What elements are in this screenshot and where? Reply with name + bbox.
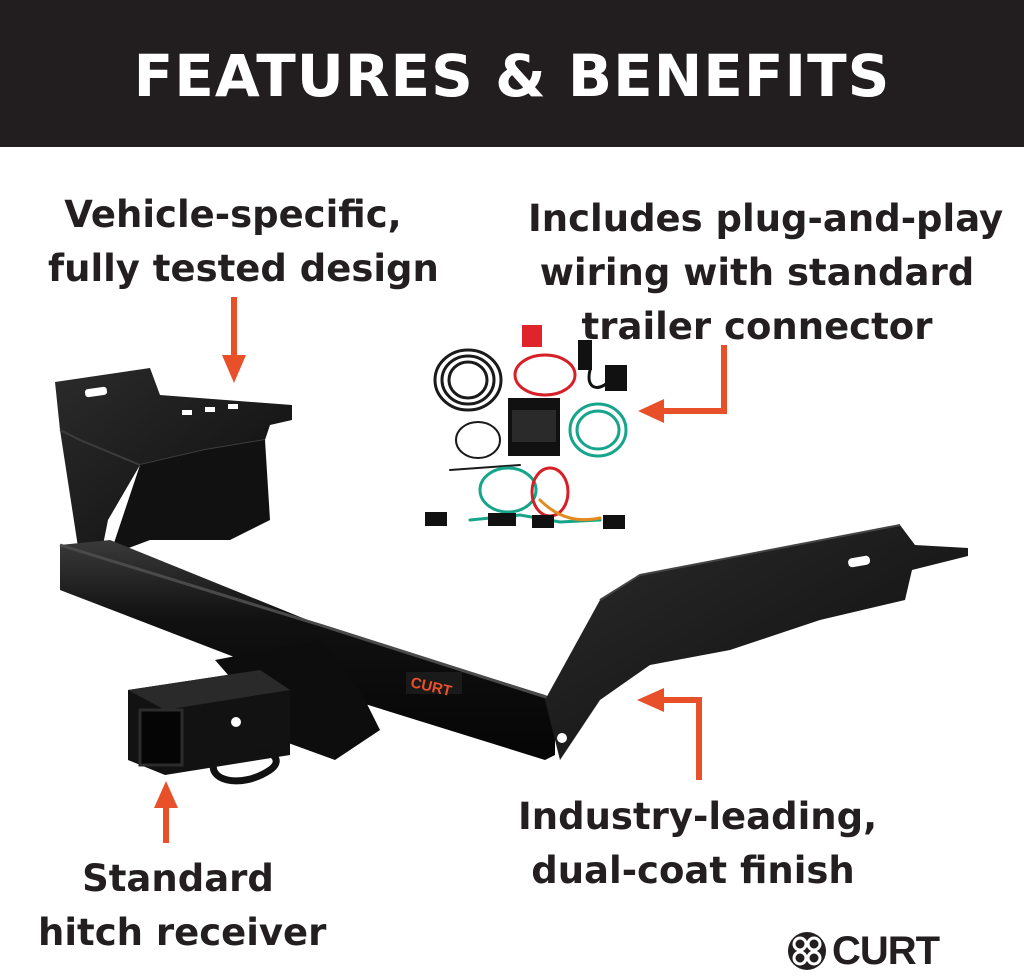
callout-vehicle-specific: Vehicle-specific, fully tested design (48, 188, 439, 296)
callout-receiver-line2: hitch receiver (38, 911, 327, 954)
callout-receiver: Standard hitch receiver (38, 852, 327, 960)
callout-wiring-line1: Includes plug-and-play (528, 197, 1004, 240)
arrow-vehicle-specific (222, 297, 246, 383)
left-mounting-bracket (55, 368, 292, 560)
brand-mark-icon (788, 932, 826, 970)
callout-finish-line2: dual-coat finish (531, 849, 855, 892)
wiring-kit (425, 325, 628, 529)
callout-finish: Industry-leading, dual-coat finish (518, 790, 878, 898)
callout-wiring: Includes plug-and-play wiring with stand… (528, 192, 1004, 354)
arrow-finish (637, 688, 702, 780)
trailer-hitch: CURT (55, 368, 968, 785)
brand-logo: CURT (786, 928, 940, 974)
arrow-receiver (154, 781, 178, 843)
banner-title: FEATURES & BENEFITS (133, 41, 891, 110)
callout-arrows (154, 297, 727, 843)
brand-name: CURT (832, 928, 940, 973)
callout-wiring-line3: trailer connector (581, 305, 933, 348)
header-banner: FEATURES & BENEFITS (0, 0, 1024, 147)
callout-vehicle-specific-line1: Vehicle-specific, (64, 193, 402, 236)
callout-receiver-line1: Standard (82, 857, 274, 900)
safety-chain-loop (209, 747, 280, 785)
trailer-connector (578, 340, 592, 370)
right-mounting-bracket (545, 525, 968, 760)
arrow-wiring (638, 345, 727, 423)
callout-wiring-line2: wiring with standard (539, 251, 975, 294)
callout-finish-line1: Industry-leading, (518, 795, 878, 838)
callout-vehicle-specific-line2: fully tested design (48, 247, 439, 290)
